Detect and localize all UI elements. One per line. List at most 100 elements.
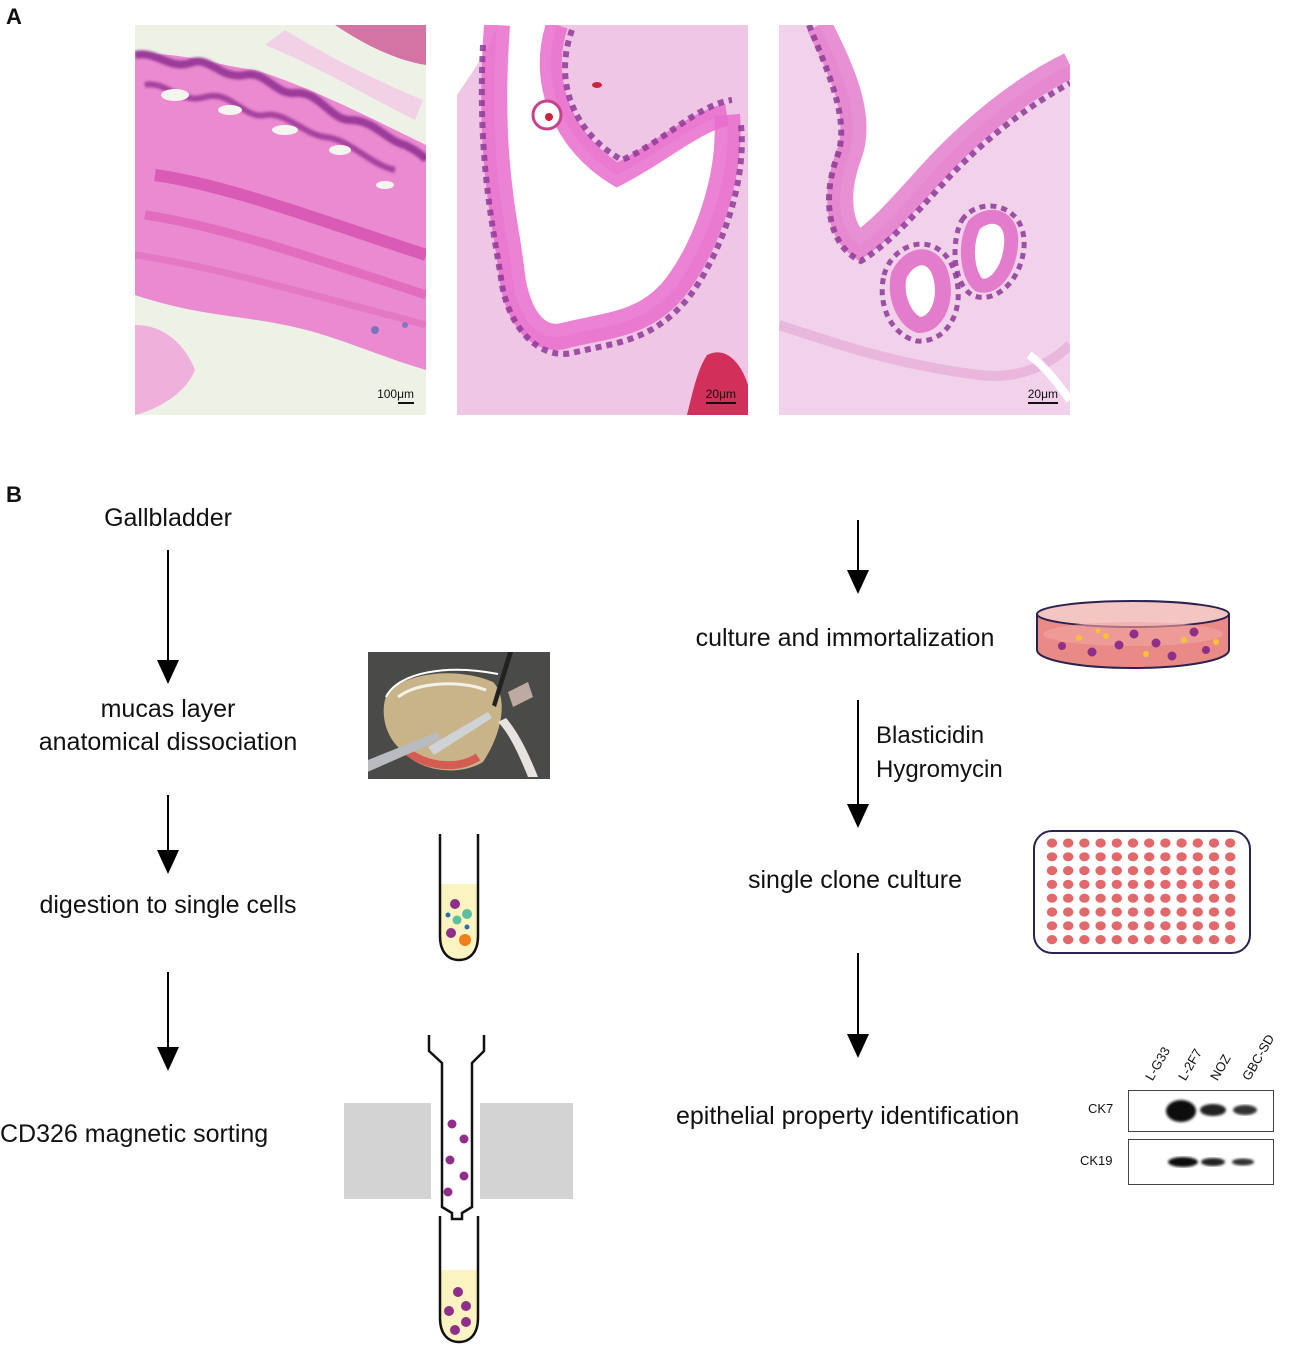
step-epithelial-identification: epithelial property identification (676, 1102, 1020, 1130)
micrograph-high-mag-2-drawing (779, 25, 1070, 403)
well (1144, 893, 1155, 903)
well (1127, 935, 1139, 945)
well (1127, 921, 1139, 931)
scale-bar-label: 100μm (377, 387, 414, 401)
scale-bar-20um-2: 20μm (1027, 387, 1058, 404)
step-single-clone: single clone culture (747, 866, 962, 894)
well (1176, 893, 1187, 903)
well (1063, 921, 1074, 931)
well (1144, 907, 1155, 917)
drug-hygromycin: Hygromycin (876, 756, 1003, 783)
well (1046, 907, 1058, 917)
well (1160, 921, 1171, 931)
well (1144, 921, 1155, 931)
well (1208, 838, 1220, 848)
well (1160, 879, 1171, 889)
well (1095, 866, 1106, 876)
well (1160, 838, 1171, 848)
well (1079, 838, 1090, 848)
well (1063, 852, 1074, 862)
scale-bar-label: 20μm (1027, 387, 1058, 401)
step-gallbladder: Gallbladder (104, 504, 232, 532)
well (1160, 935, 1171, 945)
well (1192, 921, 1203, 931)
micrograph-low-mag-drawing (135, 25, 426, 415)
well (1095, 921, 1106, 931)
well (1079, 907, 1090, 917)
well (1111, 907, 1122, 917)
magnet-left (344, 1103, 431, 1199)
blot-ck19-bands (1168, 1157, 1254, 1167)
well (1046, 838, 1058, 848)
well (1127, 879, 1139, 889)
well (1225, 907, 1236, 917)
scale-bar-label: 20μm (705, 387, 736, 401)
micrograph-high-mag-1: 20μm (457, 25, 748, 415)
dissection-photo (368, 652, 550, 779)
well (1127, 907, 1139, 917)
well (1095, 907, 1106, 917)
digestion-tube-icon (438, 834, 480, 962)
well (1079, 866, 1090, 876)
magnetic-column-icon (344, 1035, 573, 1221)
well (1111, 893, 1122, 903)
well (1063, 866, 1074, 876)
well (1095, 893, 1106, 903)
blot-ck7 (1128, 1090, 1274, 1132)
well (1144, 866, 1155, 876)
panel-b-letter: B (6, 482, 22, 507)
well (1095, 838, 1106, 848)
well (1225, 935, 1236, 945)
well (1127, 838, 1139, 848)
well (1225, 879, 1236, 889)
collection-tube-icon (438, 1216, 480, 1344)
well (1192, 866, 1203, 876)
drug-blasticidin: Blasticidin (876, 722, 985, 749)
dissection-photo-drawing (368, 652, 550, 779)
flow-arrows-left (157, 550, 179, 1071)
well (1046, 866, 1058, 876)
well (1192, 852, 1203, 862)
well (1225, 866, 1236, 876)
blot-ck7-bands (1166, 1100, 1257, 1122)
well (1095, 935, 1106, 945)
well (1176, 921, 1187, 931)
well (1225, 852, 1236, 862)
well (1127, 866, 1139, 876)
well (1095, 879, 1106, 889)
step-digestion: digestion to single cells (39, 891, 297, 919)
step-culture-immortalization: culture and immortalization (695, 624, 995, 652)
well (1063, 879, 1074, 889)
step-cd326-sorting: CD326 magnetic sorting (0, 1120, 269, 1148)
well (1176, 935, 1187, 945)
well (1176, 907, 1187, 917)
well (1176, 879, 1187, 889)
well (1063, 935, 1074, 945)
well (1079, 921, 1090, 931)
well (1144, 838, 1155, 848)
step-mucosa-dissociation: mucas layer anatomical dissociation (38, 695, 298, 756)
well (1111, 921, 1122, 931)
well (1208, 879, 1220, 889)
culture-dish-icon (1036, 600, 1230, 670)
well (1225, 921, 1236, 931)
well (1160, 852, 1171, 862)
well (1095, 852, 1106, 862)
well (1208, 866, 1220, 876)
well (1192, 838, 1203, 848)
well (1111, 935, 1122, 945)
wells-grid (1046, 838, 1236, 945)
well (1127, 852, 1139, 862)
well (1111, 838, 1122, 848)
well (1208, 921, 1220, 931)
well (1208, 935, 1220, 945)
well (1144, 935, 1155, 945)
well (1225, 893, 1236, 903)
flow-arrows-right (847, 520, 869, 1058)
well (1208, 907, 1220, 917)
scale-bar-100um: 100μm (377, 387, 414, 404)
well (1160, 907, 1171, 917)
well (1063, 893, 1074, 903)
panel-a-letter: A (6, 4, 22, 29)
blot-row-label-ck19: CK19 (1080, 1153, 1113, 1168)
